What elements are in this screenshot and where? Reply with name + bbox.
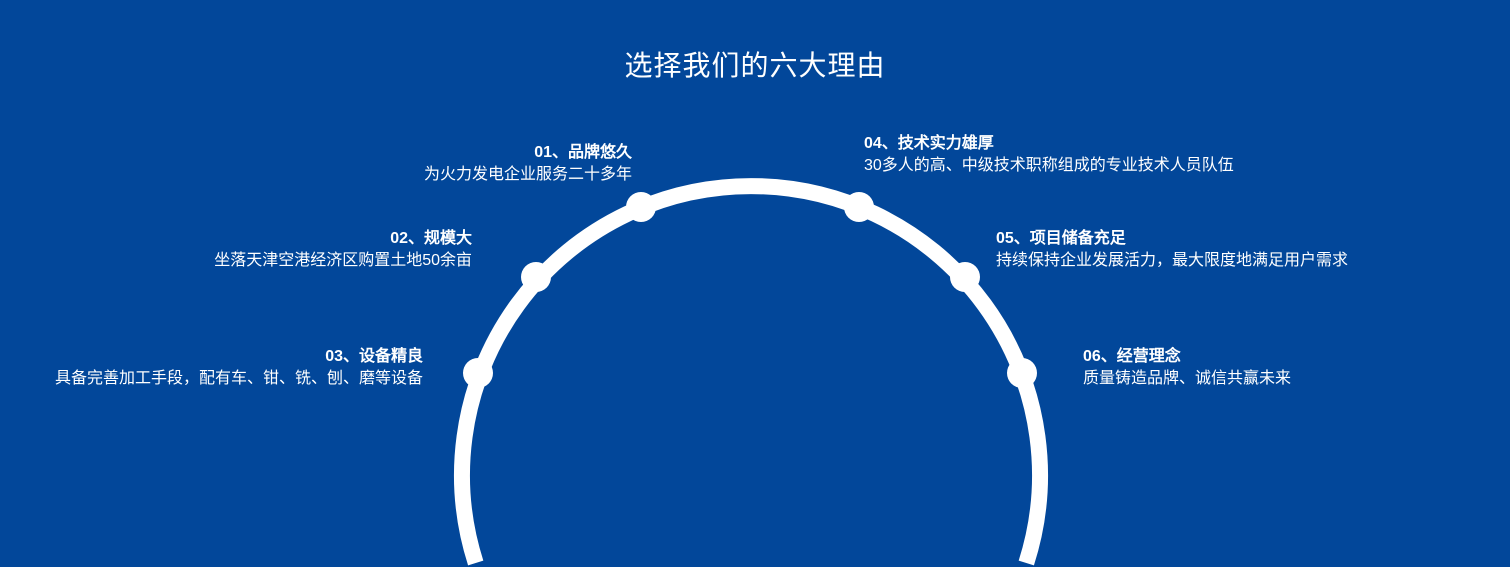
node-dot-01 [626,192,656,222]
reason-text: 30多人的高、中级技术职称组成的专业技术人员队伍 [864,157,1234,174]
reason-heading: 02、规模大 [390,230,472,247]
reason-01: 01、品牌悠久 为火力发电企业服务二十多年 [424,142,632,186]
reason-text: 坐落天津空港经济区购置土地50余亩 [214,252,472,269]
section-title: 选择我们的六大理由 [624,50,886,81]
reason-text: 质量铸造品牌、诚信共赢未来 [1083,370,1292,387]
reason-text: 具备完善加工手段，配有车、钳、铣、刨、磨等设备 [54,370,423,387]
reason-heading: 06、经营理念 [1083,348,1181,365]
reason-heading: 04、技术实力雄厚 [864,135,994,152]
reason-heading: 05、项目储备充足 [996,230,1126,247]
reason-06: 06、经营理念 质量铸造品牌、诚信共赢未来 [1083,346,1291,390]
ring [454,178,1048,566]
reason-text: 持续保持企业发展活力，最大限度地满足用户需求 [996,252,1349,269]
reason-heading: 01、品牌悠久 [534,144,632,161]
reason-05: 05、项目储备充足 持续保持企业发展活力，最大限度地满足用户需求 [996,228,1348,272]
reason-text: 为火力发电企业服务二十多年 [423,166,632,183]
reason-02: 02、规模大 坐落天津空港经济区购置土地50余亩 [214,228,472,272]
reason-04: 04、技术实力雄厚 30多人的高、中级技术职称组成的专业技术人员队伍 [864,133,1234,177]
node-dot-04 [844,192,874,222]
node-dot-05 [950,262,980,292]
node-dot-02 [521,262,551,292]
node-dot-03 [463,358,493,388]
node-dot-06 [1007,358,1037,388]
reason-heading: 03、设备精良 [325,348,423,365]
reason-03: 03、设备精良 具备完善加工手段，配有车、钳、铣、刨、磨等设备 [55,346,423,390]
